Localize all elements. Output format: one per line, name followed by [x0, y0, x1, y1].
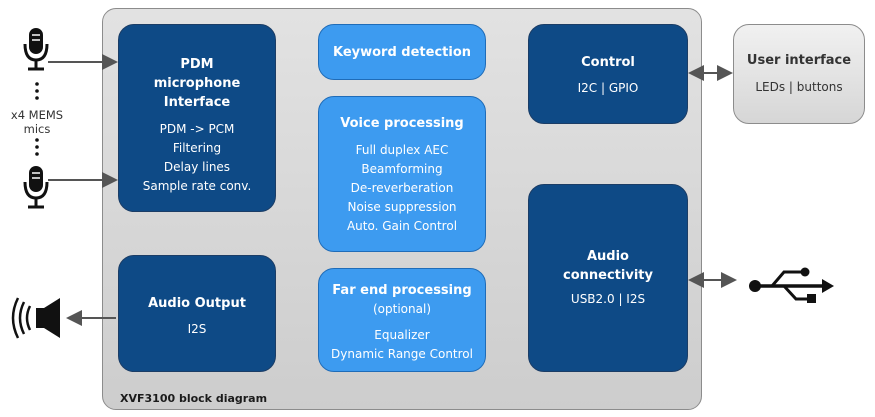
- voice-line: Noise suppression: [347, 200, 457, 214]
- control-line: I2C | GPIO: [577, 81, 639, 95]
- microphone-icon: [23, 28, 49, 71]
- far-end-processing-block: Far end processing (optional) Equalizer …: [318, 268, 486, 372]
- pdm-line: Filtering: [172, 141, 222, 155]
- user-interface-line: LEDs | buttons: [755, 80, 843, 94]
- farend-line: Dynamic Range Control: [331, 347, 473, 361]
- ellipsis-dots-bottom: [35, 138, 39, 156]
- pdm-line: Delay lines: [163, 160, 231, 174]
- mic-note-line: mics: [23, 122, 51, 136]
- pdm-line: PDM -> PCM: [159, 122, 235, 136]
- farend-title: Far end processing: [332, 283, 472, 298]
- voice-line: Auto. Gain Control: [346, 219, 458, 233]
- control-title: Control: [581, 55, 635, 70]
- audio-connectivity-line: USB2.0 | I2S: [570, 292, 646, 306]
- audio-connectivity-title: Audio connectivity: [563, 249, 653, 283]
- speaker-icon: [11, 297, 60, 339]
- voice-title: Voice processing: [340, 116, 464, 131]
- pdm-line: Sample rate conv.: [142, 179, 252, 193]
- audio-output-block: Audio Output I2S: [118, 255, 276, 372]
- user-interface-block: User interface LEDs | buttons: [733, 24, 865, 124]
- pdm-title: PDM microphone Interface: [153, 57, 241, 110]
- keyword-detection-block: Keyword detection: [318, 24, 486, 80]
- pdm-interface-block: PDM microphone Interface PDM -> PCM Filt…: [118, 24, 276, 212]
- mic-count-note: x4 MEMS mics: [6, 108, 68, 136]
- microphone-icon: [23, 166, 49, 209]
- chip-label: XVF3100 block diagram: [120, 392, 268, 405]
- farend-subtitle: (optional): [373, 302, 431, 316]
- audio-connectivity-block: Audio connectivity USB2.0 | I2S: [528, 184, 688, 372]
- voice-line: Full duplex AEC: [355, 143, 449, 157]
- control-block: Control I2C | GPIO: [528, 24, 688, 124]
- usb-icon: [749, 267, 834, 303]
- farend-line: Equalizer: [374, 328, 430, 342]
- audio-output-title: Audio Output: [148, 296, 246, 311]
- voice-processing-block: Voice processing Full duplex AEC Beamfor…: [318, 96, 486, 252]
- voice-line: De-reverberation: [350, 181, 454, 195]
- audio-output-line: I2S: [187, 322, 207, 336]
- voice-line: Beamforming: [361, 162, 443, 176]
- user-interface-title: User interface: [746, 53, 852, 68]
- ellipsis-dots-top: [35, 82, 39, 100]
- keyword-title: Keyword detection: [332, 45, 472, 60]
- mic-note-line: x4 MEMS: [10, 108, 64, 122]
